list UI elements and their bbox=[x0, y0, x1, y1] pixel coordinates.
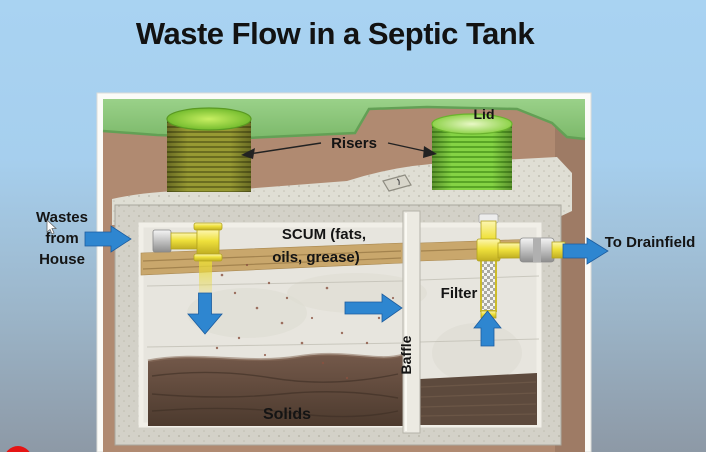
septic-tank-diagram: Risers Lid SCUM (fats, oils, grease) Fil… bbox=[84, 92, 609, 452]
mouse-cursor-icon bbox=[46, 219, 58, 236]
label-filter: Filter bbox=[441, 285, 478, 302]
outlet-pipe bbox=[476, 213, 566, 263]
label-risers: Risers bbox=[331, 135, 377, 152]
outlet-arrow-icon bbox=[562, 237, 609, 265]
page-title: Waste Flow in a Septic Tank bbox=[135, 16, 535, 51]
label-to-drainfield: To Drainfield bbox=[604, 234, 696, 251]
inlet-pipe bbox=[152, 222, 223, 301]
solids-layer bbox=[147, 352, 537, 426]
toward-baffle-arrow-icon bbox=[344, 293, 403, 323]
label-scum-line2: oils, grease) bbox=[272, 249, 360, 266]
right-riser bbox=[431, 113, 513, 190]
access-hatch bbox=[382, 174, 412, 192]
left-riser bbox=[166, 107, 252, 192]
effluent-filter bbox=[480, 258, 497, 319]
label-solids: Solids bbox=[263, 406, 311, 423]
label-scum-line1: SCUM (fats, bbox=[282, 226, 366, 243]
risers-pointers bbox=[241, 142, 437, 159]
diagram-canvas: Risers Lid SCUM (fats, oils, grease) Fil… bbox=[84, 92, 609, 452]
label-lid: Lid bbox=[474, 106, 495, 122]
wall-seams bbox=[146, 275, 540, 348]
inlet-arrow-icon bbox=[84, 225, 132, 253]
up-through-filter-arrow-icon bbox=[473, 310, 502, 347]
down-arrow-icon bbox=[187, 292, 223, 335]
settling-particles bbox=[205, 263, 395, 380]
baffle-wall bbox=[402, 210, 421, 434]
label-baffle: Baffle bbox=[398, 335, 414, 374]
red-badge bbox=[4, 446, 32, 452]
